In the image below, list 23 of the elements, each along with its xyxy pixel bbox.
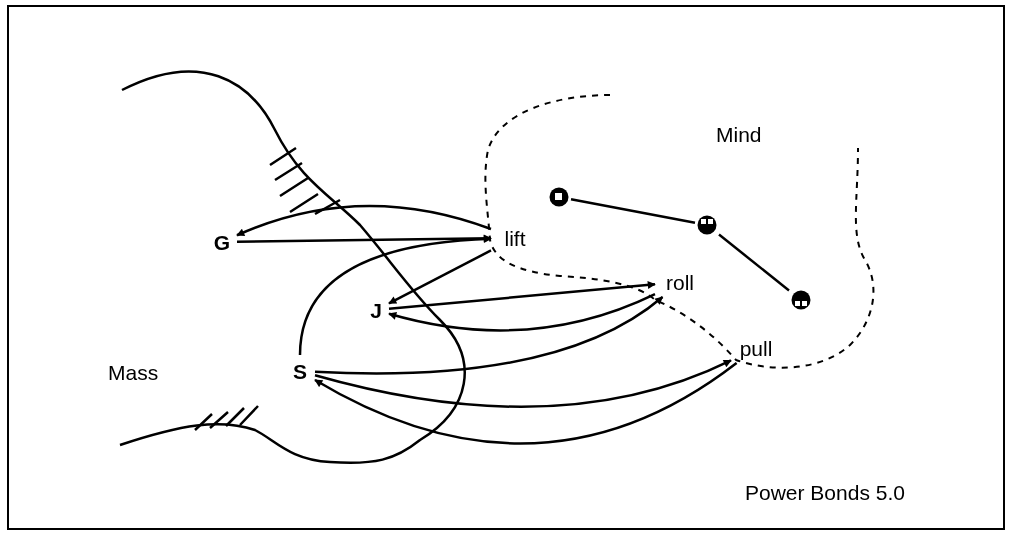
arrow — [298, 235, 492, 356]
connector-line — [718, 233, 790, 292]
region-label: Power Bonds 5.0 — [745, 482, 905, 503]
arrow — [388, 249, 492, 305]
node-label: G — [208, 228, 236, 256]
arrow — [388, 293, 656, 332]
port-icon — [790, 289, 812, 311]
arrow — [236, 204, 492, 237]
node-label: S — [286, 356, 314, 386]
node-label: pull — [732, 334, 780, 362]
node-label: lift — [492, 224, 538, 252]
node-label: roll — [656, 268, 704, 296]
region-label: Mass — [108, 362, 159, 383]
arrow — [388, 281, 656, 311]
arrow — [314, 361, 738, 445]
arrow — [314, 359, 732, 408]
port-icon — [548, 186, 570, 208]
node-label: J — [364, 296, 388, 324]
arrow — [314, 296, 664, 375]
connector-line — [570, 198, 696, 224]
port-icon — [696, 214, 718, 236]
region-label: Mind — [716, 124, 762, 145]
arrow — [236, 234, 492, 244]
